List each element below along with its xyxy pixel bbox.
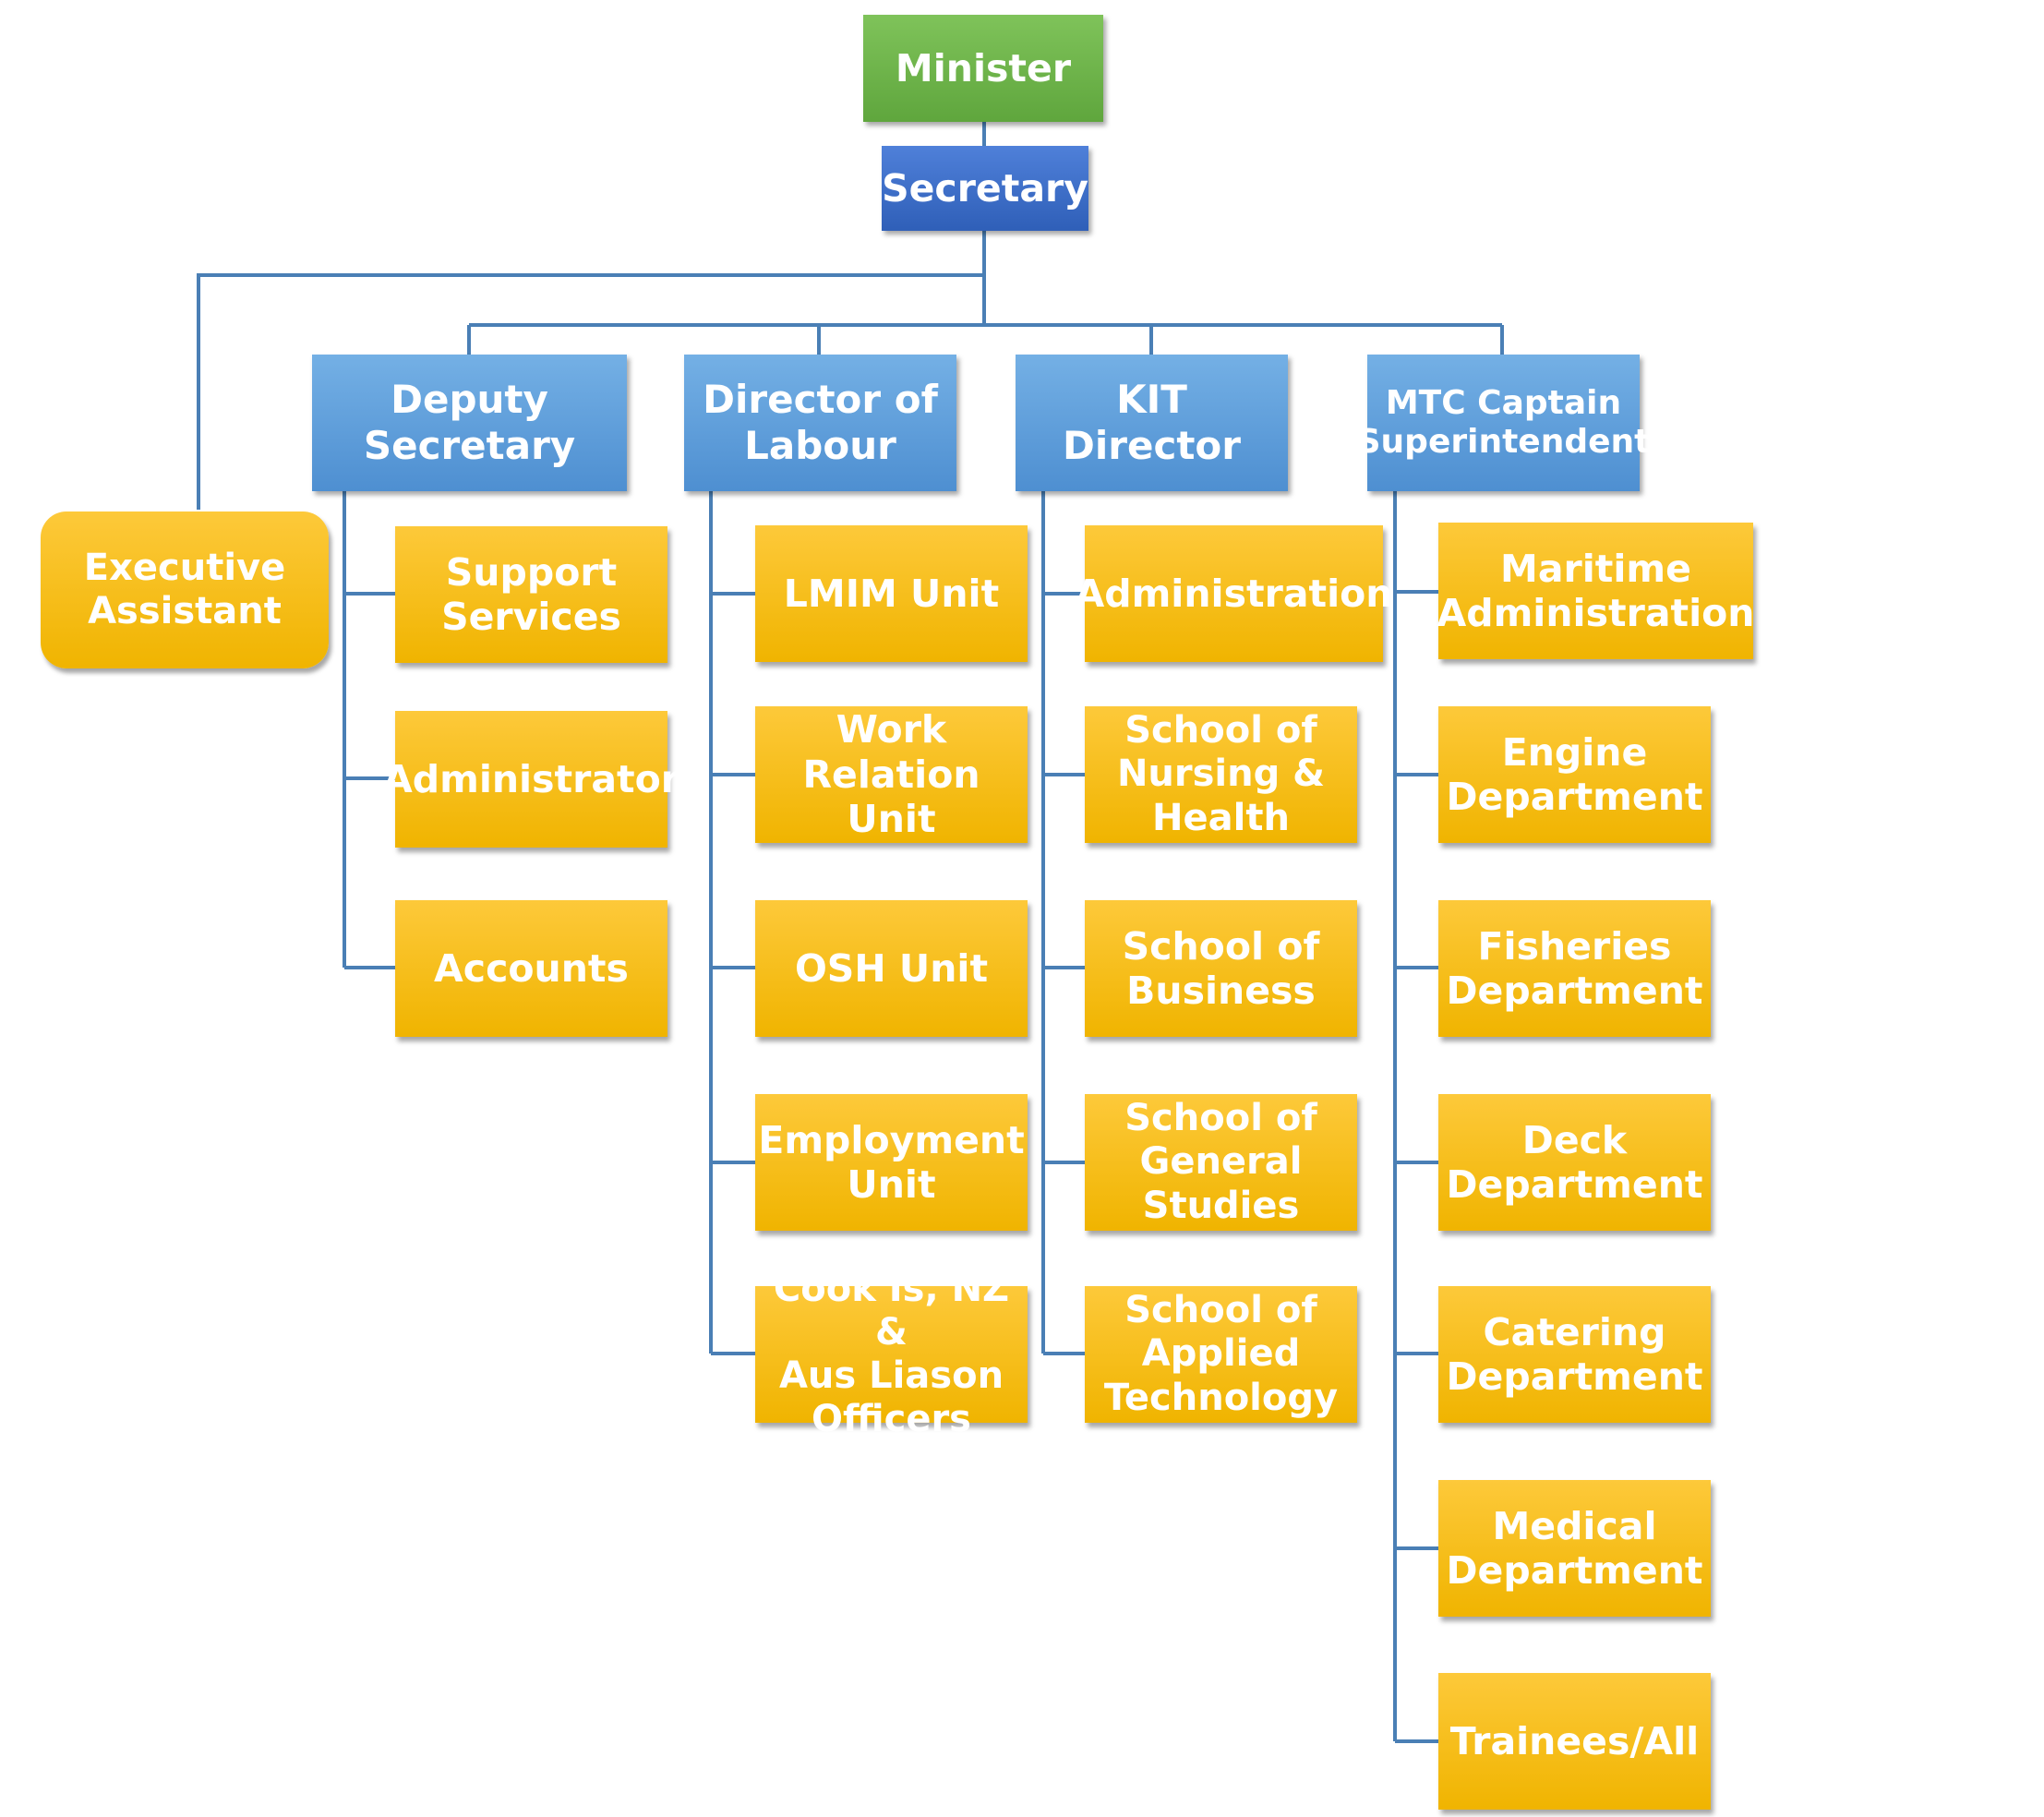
- liaison-officers-box: Cook Is, NZ & Aus Liason Officers: [755, 1268, 1028, 1440]
- accounts-box: Accounts: [395, 900, 667, 1037]
- medical-department-box: Medical Department: [1438, 1480, 1711, 1617]
- support-services-box: Support Services: [395, 526, 667, 663]
- osh-unit-box: OSH Unit: [755, 900, 1028, 1037]
- deck-department-box: Deck Department: [1438, 1094, 1711, 1231]
- employment-unit-box: Employment Unit: [755, 1094, 1028, 1231]
- mtc-captain-superintendent-box: MTC Captain Superintendent: [1357, 355, 1650, 491]
- executive-assistant-connector: [197, 273, 984, 510]
- deputy-secretary-box: Deputy Secretary: [312, 355, 627, 491]
- school-of-nursing-health-box: School of Nursing & Health: [1085, 706, 1357, 843]
- trainees-all-box: Trainees/All: [1438, 1673, 1711, 1810]
- executive-assistant-box: Executive Assistant: [41, 511, 329, 668]
- school-of-general-studies-box: School of General Studies: [1085, 1094, 1357, 1231]
- secretary-box: Secretary: [882, 146, 1088, 231]
- kit-director-box: KIT Director: [1016, 355, 1288, 491]
- director-labour-branch: [709, 491, 755, 1355]
- work-relation-unit-box: Work Relation Unit: [755, 706, 1028, 843]
- lmim-unit-box: LMIM Unit: [755, 525, 1028, 662]
- minister-box: Minister: [863, 15, 1103, 122]
- fisheries-department-box: Fisheries Department: [1438, 900, 1711, 1037]
- administrator-box: Administrator: [383, 711, 679, 848]
- engine-department-box: Engine Department: [1438, 706, 1711, 843]
- director-of-labour-box: Director of Labour: [684, 355, 956, 491]
- school-of-business-box: School of Business: [1085, 900, 1357, 1037]
- deputy-secretary-branch: [343, 491, 395, 969]
- school-of-applied-technology-box: School of Applied Technology: [1085, 1286, 1357, 1423]
- mtc-captain-branch: [1393, 491, 1438, 1743]
- kit-director-branch: [1041, 491, 1085, 1355]
- catering-department-box: Catering Department: [1438, 1286, 1711, 1423]
- kit-administration-box: Administration: [1076, 525, 1393, 662]
- maritime-administration-box: Maritime Administration: [1437, 523, 1755, 659]
